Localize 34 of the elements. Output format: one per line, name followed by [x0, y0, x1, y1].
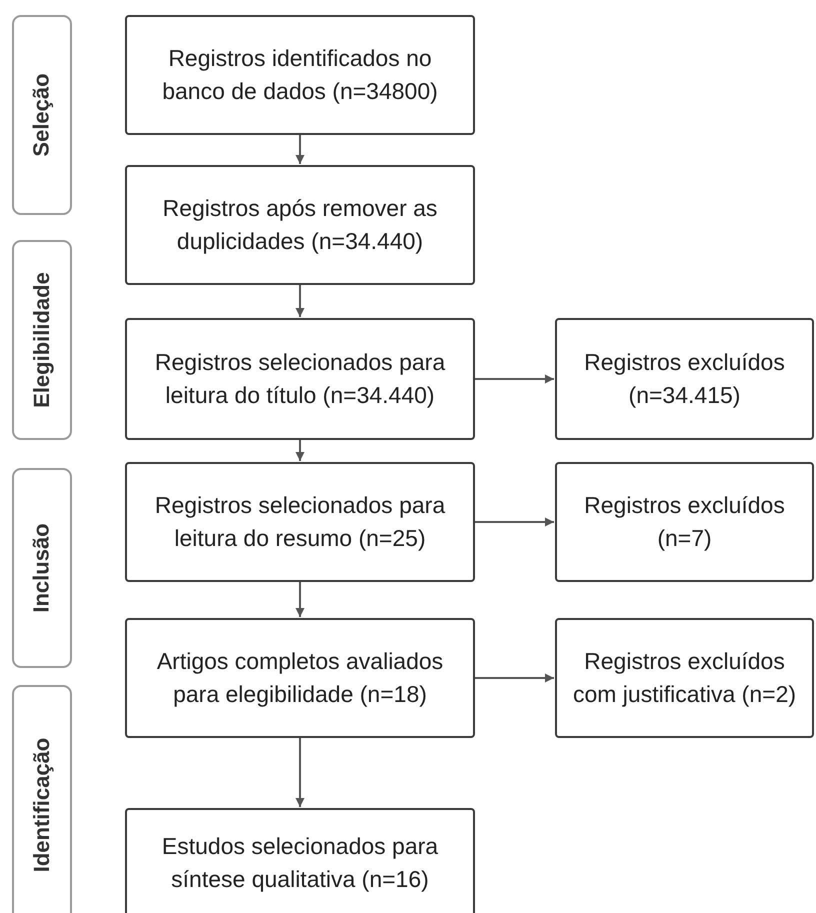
process-box	[125, 15, 475, 135]
process-box	[555, 618, 814, 738]
stage-label: Seleção	[29, 73, 55, 157]
stage-band	[12, 468, 72, 668]
arrow	[296, 440, 304, 461]
box-text: Registros identificados no banco de dados (n=34800)	[161, 44, 439, 106]
stage-band	[12, 15, 72, 215]
box-text: Registros após remover as duplicidades (n=34.440)	[162, 194, 438, 256]
box-text: Registros selecionados para leitura do título (n=34.440)	[154, 348, 446, 410]
arrow	[296, 135, 304, 164]
box-text: Registros selecionados para leitura do resumo (n=25)	[154, 491, 446, 553]
arrow	[475, 518, 554, 526]
process-box	[555, 462, 814, 582]
arrow	[296, 285, 304, 317]
stage-label: Inclusão	[29, 523, 55, 613]
arrow	[475, 674, 554, 682]
process-box	[125, 462, 475, 582]
box-text: Registros excluídos com justificativa (n=2)	[572, 647, 798, 709]
arrow	[296, 738, 304, 807]
stage-label: Identificação	[29, 738, 55, 872]
process-box	[125, 318, 475, 440]
process-box	[555, 318, 814, 440]
stage-band	[12, 685, 72, 913]
box-text: Registros excluídos (n=7)	[583, 491, 786, 553]
box-text: Estudos selecionados para síntese qualitativa (n=16)	[160, 832, 440, 894]
process-box	[125, 618, 475, 738]
process-box	[125, 165, 475, 285]
stage-label: Elegibilidade	[29, 272, 55, 408]
stage-band	[12, 240, 72, 440]
process-box	[125, 808, 475, 913]
box-text: Registros excluídos (n=34.415)	[583, 348, 786, 410]
box-text: Artigos completos avaliados para elegibilidade (n=18)	[156, 647, 444, 709]
arrow	[296, 582, 304, 617]
arrow	[475, 374, 554, 384]
